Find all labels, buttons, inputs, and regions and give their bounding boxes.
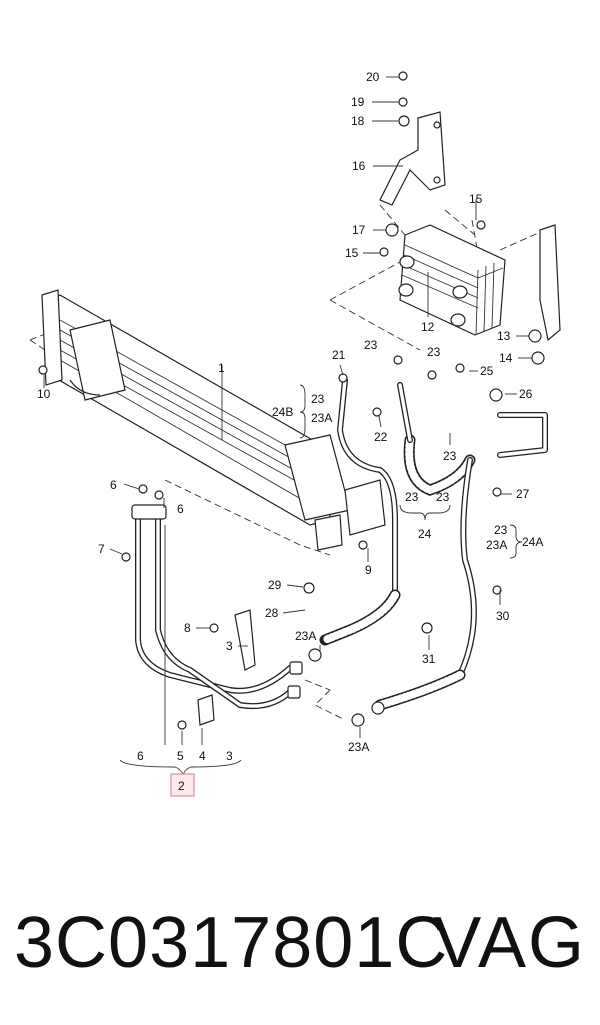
part-number: 3C0317801C <box>14 903 449 983</box>
exploded-parts-diagram: 20 19 18 16 17 15 15 12 13 14 1 10 6 6 7… <box>29 70 561 797</box>
callout-8[interactable]: 8 <box>184 621 191 635</box>
brand-name: VAG <box>433 903 586 983</box>
callout-13[interactable]: 13 <box>497 329 511 343</box>
callout-23-top-left[interactable]: 23 <box>364 338 378 352</box>
callout-23-bracket-bottom-right[interactable]: 23 <box>436 490 450 504</box>
callout-24B[interactable]: 24B <box>272 405 293 419</box>
callout-12[interactable]: 12 <box>421 320 435 334</box>
side-bracket <box>539 224 561 342</box>
oil-cooler-block <box>398 224 506 336</box>
callout-28[interactable]: 28 <box>265 606 279 620</box>
callout-15-right[interactable]: 15 <box>469 192 483 206</box>
callout-3-bottom[interactable]: 3 <box>226 749 233 763</box>
callout-23A-bottom[interactable]: 23A <box>348 740 369 754</box>
callout-4[interactable]: 4 <box>199 749 206 763</box>
callout-17[interactable]: 17 <box>352 223 366 237</box>
callout-27[interactable]: 27 <box>516 487 530 501</box>
callout-23-bracket-right[interactable]: 23 <box>494 523 508 537</box>
oil-cooler-radiator <box>41 289 386 551</box>
callout-14[interactable]: 14 <box>499 351 513 365</box>
callout-20[interactable]: 20 <box>366 70 380 84</box>
callout-22[interactable]: 22 <box>374 430 388 444</box>
callout-23A-bracket-right[interactable]: 23A <box>486 538 507 552</box>
mounting-bracket <box>379 111 446 206</box>
caption: 3C0317801C VAG <box>0 895 600 995</box>
callout-9[interactable]: 9 <box>365 563 372 577</box>
callout-19[interactable]: 19 <box>351 95 365 109</box>
callout-23-bracket-left[interactable]: 23 <box>311 392 325 406</box>
callout-23A-bracket-left[interactable]: 23A <box>311 411 332 425</box>
callout-18[interactable]: 18 <box>351 114 365 128</box>
callout-6-top-left[interactable]: 6 <box>110 478 117 492</box>
callout-2[interactable]: 2 <box>178 779 185 793</box>
callout-16[interactable]: 16 <box>352 159 366 173</box>
callout-6-top-right[interactable]: 6 <box>177 502 184 516</box>
callout-23-center[interactable]: 23 <box>443 449 457 463</box>
callout-2-highlight <box>170 773 195 797</box>
callout-1[interactable]: 1 <box>218 361 225 375</box>
left-pipe-set <box>131 504 303 726</box>
callout-15-left[interactable]: 15 <box>345 246 359 260</box>
callout-30[interactable]: 30 <box>496 609 510 623</box>
callout-labels: 20 19 18 16 17 15 15 12 13 14 1 10 6 6 7… <box>37 70 543 793</box>
callout-29[interactable]: 29 <box>268 578 282 592</box>
callout-10[interactable]: 10 <box>37 387 51 401</box>
assembly-guide-lines <box>29 204 546 721</box>
callout-21[interactable]: 21 <box>332 348 346 362</box>
callout-24[interactable]: 24 <box>418 527 432 541</box>
callout-25[interactable]: 25 <box>480 364 494 378</box>
callout-7[interactable]: 7 <box>98 542 105 556</box>
callout-24A[interactable]: 24A <box>522 535 543 549</box>
callout-23-bracket-bottom-left[interactable]: 23 <box>405 490 419 504</box>
callout-31[interactable]: 31 <box>422 652 436 666</box>
callout-5[interactable]: 5 <box>177 749 184 763</box>
callout-23-top-right[interactable]: 23 <box>427 345 441 359</box>
callout-3-mid[interactable]: 3 <box>226 639 233 653</box>
callout-26[interactable]: 26 <box>519 387 533 401</box>
callout-23A-lower[interactable]: 23A <box>295 629 316 643</box>
hose-assembly <box>308 377 548 727</box>
callout-6-bottom[interactable]: 6 <box>137 749 144 763</box>
